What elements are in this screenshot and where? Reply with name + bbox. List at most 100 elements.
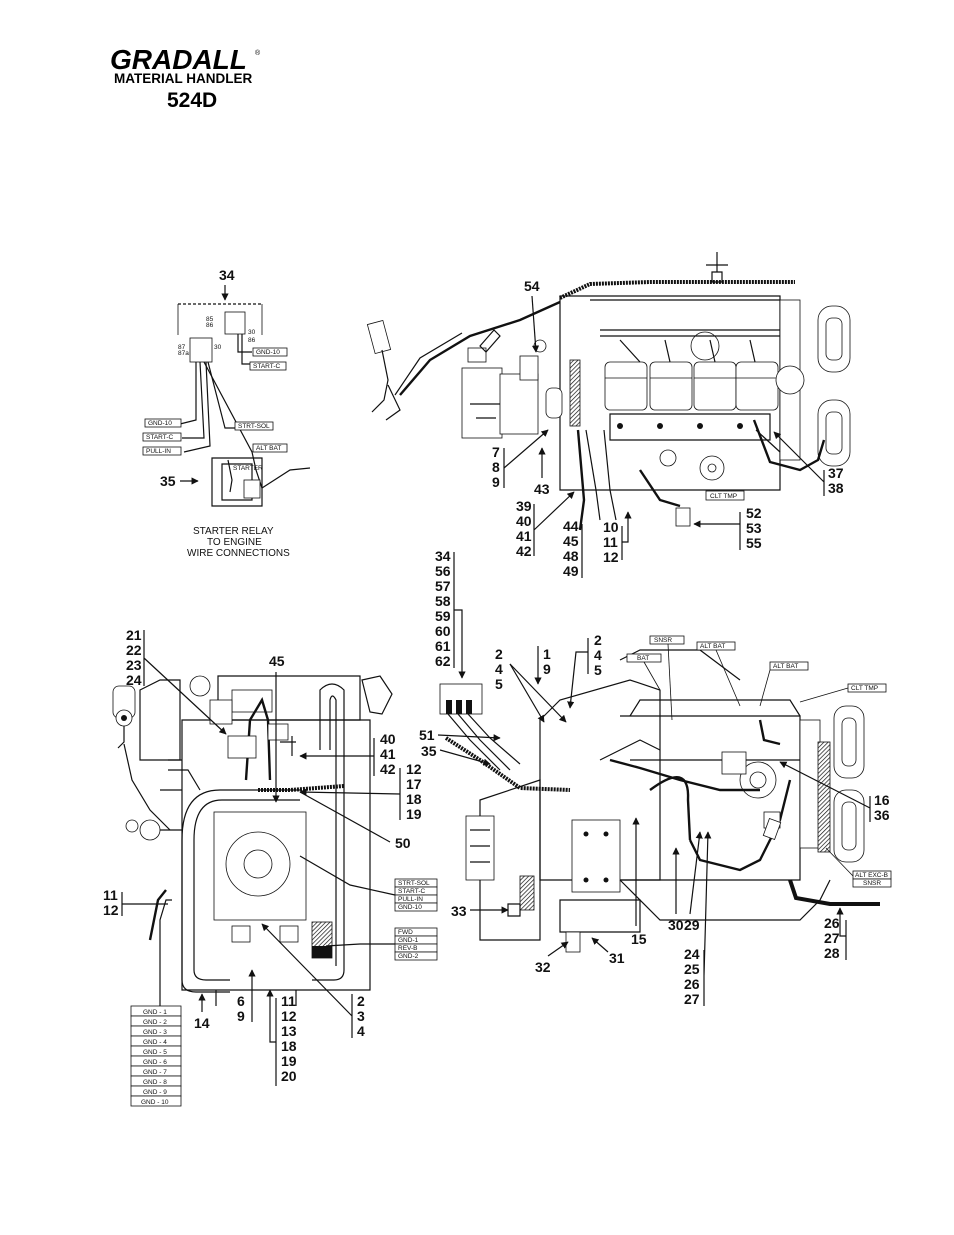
svg-text:BAT: BAT (637, 655, 649, 662)
svg-text:27: 27 (824, 930, 840, 946)
svg-text:51: 51 (419, 727, 435, 743)
svg-text:18: 18 (281, 1038, 297, 1054)
svg-text:49: 49 (563, 563, 579, 579)
relay-pin-label: 87a (178, 350, 189, 357)
svg-text:2: 2 (495, 646, 503, 662)
svg-text:15: 15 (631, 931, 647, 947)
svg-text:CLT TMP: CLT TMP (710, 493, 737, 500)
connector-plug (366, 319, 392, 355)
tag-clt-tmp (705, 490, 745, 501)
svg-text:GND-10: GND-10 (256, 349, 280, 356)
svg-text:8: 8 (492, 459, 500, 475)
svg-text:START-C: START-C (253, 363, 281, 370)
header-subtitle: MATERIAL HANDLER (114, 71, 252, 86)
svg-text:ALT EXC-B: ALT EXC-B (855, 872, 888, 879)
svg-text:58: 58 (435, 593, 451, 609)
svg-text:GND-10: GND-10 (398, 904, 422, 911)
svg-text:CLT TMP: CLT TMP (851, 685, 878, 692)
relay-pin-label: 85 (206, 316, 214, 323)
svg-text:37: 37 (828, 465, 844, 481)
relay-pin-label: 86 (248, 337, 256, 344)
svg-text:GND - 3: GND - 3 (143, 1029, 167, 1036)
svg-text:40: 40 (380, 731, 396, 747)
svg-text:38: 38 (828, 480, 844, 496)
svg-text:25: 25 (684, 961, 700, 977)
svg-text:18: 18 (406, 791, 422, 807)
svg-text:PULL-IN: PULL-IN (398, 896, 423, 903)
tag-snsr (649, 635, 685, 645)
svg-text:5: 5 (594, 662, 602, 678)
svg-text:7: 7 (492, 444, 500, 460)
svg-text:GND-2: GND-2 (398, 953, 419, 960)
svg-text:9: 9 (543, 661, 551, 677)
svg-text:24: 24 (684, 946, 700, 962)
tag-alt-bat-2 (769, 661, 809, 671)
svg-text:14: 14 (194, 1015, 210, 1031)
registered-mark: ® (255, 49, 261, 57)
svg-text:ALT BAT: ALT BAT (700, 643, 725, 650)
svg-text:10: 10 (603, 519, 619, 535)
svg-text:42: 42 (380, 761, 396, 777)
svg-text:4: 4 (594, 647, 602, 663)
svg-text:SNSR: SNSR (654, 637, 672, 644)
svg-text:29: 29 (684, 917, 700, 933)
svg-text:43: 43 (534, 481, 550, 497)
svg-text:9: 9 (237, 1008, 245, 1024)
relay-connector (189, 337, 213, 363)
svg-text:2: 2 (594, 632, 602, 648)
svg-text:45: 45 (269, 653, 285, 669)
svg-text:12: 12 (103, 902, 119, 918)
svg-text:60: 60 (435, 623, 451, 639)
svg-text:61: 61 (435, 638, 451, 654)
svg-text:33: 33 (451, 903, 467, 919)
svg-text:19: 19 (406, 806, 422, 822)
left-engine-view: STRT-SOL START-C PULL-IN GND-10 FWD GND-… (103, 627, 438, 1107)
svg-text:26: 26 (684, 976, 700, 992)
svg-text:3: 3 (357, 1008, 365, 1024)
svg-text:GND - 10: GND - 10 (141, 1099, 169, 1106)
svg-text:59: 59 (435, 608, 451, 624)
svg-text:4: 4 (495, 661, 503, 677)
svg-text:STRT-SOL: STRT-SOL (398, 880, 430, 887)
svg-text:27: 27 (684, 991, 700, 1007)
svg-text:12: 12 (281, 1008, 297, 1024)
svg-text:62: 62 (435, 653, 451, 669)
svg-text:21: 21 (126, 627, 142, 643)
svg-text:6: 6 (237, 993, 245, 1009)
svg-text:48: 48 (563, 548, 579, 564)
hydraulic-pump (461, 329, 563, 439)
svg-text:REV-B: REV-B (398, 945, 418, 952)
svg-text:44: 44 (563, 518, 579, 534)
svg-text:STRT-SOL: STRT-SOL (238, 423, 270, 430)
tag-gnd10 (252, 347, 288, 357)
svg-text:GND-1: GND-1 (398, 937, 419, 944)
starter-relay-view: 85 86 87 87a 30 30 86 GND-10 START-C GND… (142, 267, 311, 559)
svg-text:50: 50 (395, 835, 411, 851)
svg-text:55: 55 (746, 535, 762, 551)
svg-text:1: 1 (543, 646, 551, 662)
valve-covers (604, 331, 779, 411)
svg-text:2: 2 (357, 993, 365, 1009)
svg-text:GND - 1: GND - 1 (143, 1009, 167, 1016)
caption-line: TO ENGINE (207, 537, 262, 548)
svg-text:20: 20 (281, 1068, 297, 1084)
svg-text:24: 24 (126, 672, 142, 688)
callout: 34 (219, 267, 235, 283)
fan-assembly (775, 299, 851, 467)
svg-text:41: 41 (516, 528, 532, 544)
svg-text:39: 39 (516, 498, 532, 514)
svg-text:42: 42 (516, 543, 532, 559)
svg-text:11: 11 (281, 993, 296, 1009)
svg-text:16: 16 (874, 792, 890, 808)
svg-text:GND-10: GND-10 (148, 420, 172, 427)
svg-text:12: 12 (603, 549, 619, 565)
relay-pin-label: 87 (178, 344, 186, 351)
svg-text:30: 30 (668, 917, 684, 933)
top-engine-view: CLT TMP 54 7 8 9 43 39 40 41 42 44 45 48… (366, 252, 851, 579)
tag-pull-in (142, 446, 182, 456)
svg-text:FWD: FWD (398, 929, 413, 936)
svg-text:28: 28 (824, 945, 840, 961)
tag-strt-sol (234, 421, 274, 431)
svg-text:GND - 7: GND - 7 (143, 1069, 167, 1076)
